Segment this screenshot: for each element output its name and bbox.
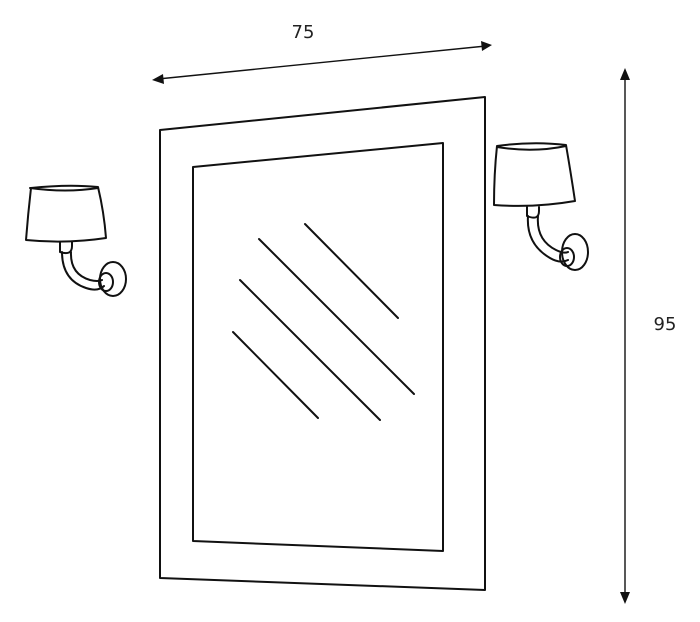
- left-lamp-shade-rim: [29, 187, 99, 192]
- height-label: 95: [654, 314, 677, 335]
- width-dimension: 75: [152, 22, 492, 84]
- width-arrow-right: [481, 41, 492, 51]
- left-lamp-arm-outer: [61, 251, 105, 291]
- left-lamp-arm-inner: [69, 251, 103, 282]
- reflection-line: [239, 279, 381, 421]
- mirror-outer-frame: [159, 96, 486, 591]
- width-arrow-left: [152, 74, 164, 84]
- height-arrow-top: [620, 68, 630, 80]
- left-lamp-shade: [25, 184, 107, 243]
- right-lamp-arm-inner: [536, 215, 569, 254]
- right-lamp-shade-rim: [496, 145, 567, 151]
- height-dimension: 95: [620, 68, 676, 604]
- reflection-line: [258, 238, 415, 395]
- right-wall-mount-knob: [559, 247, 575, 267]
- width-label: 75: [292, 22, 315, 43]
- height-arrow-bottom: [620, 592, 630, 604]
- left-wall-sconce: [25, 184, 127, 297]
- right-wall-sconce: [493, 142, 589, 271]
- mirror-glass: [192, 142, 444, 552]
- width-dimension-line: [157, 45, 487, 80]
- reflection-line: [304, 223, 399, 319]
- mirror-reflection-lines: [232, 223, 415, 421]
- right-lamp-shade: [493, 142, 576, 207]
- left-lamp-socket: [59, 241, 73, 255]
- reflection-line: [232, 331, 319, 419]
- left-wall-mount-knob: [98, 272, 114, 292]
